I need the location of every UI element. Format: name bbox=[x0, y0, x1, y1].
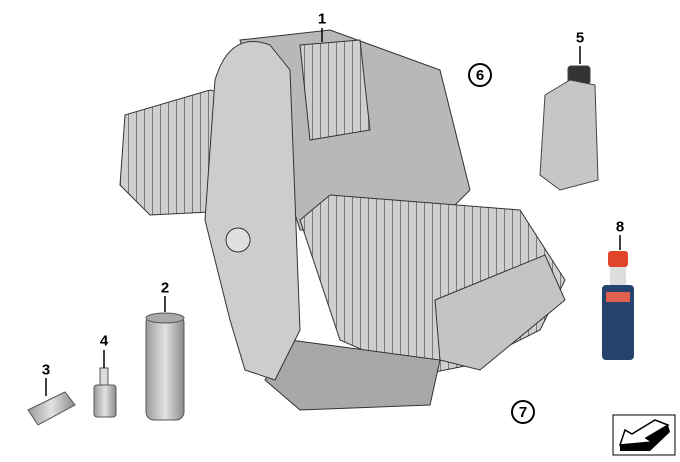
callout-8: 8 bbox=[615, 218, 625, 236]
engine-illustration bbox=[119, 29, 566, 411]
spray-can-illustration bbox=[145, 312, 185, 421]
callout-5: 5 bbox=[575, 29, 585, 47]
callout-6: 6 bbox=[468, 63, 492, 87]
callout-4: 4 bbox=[99, 332, 109, 350]
oil-bottle-illustration bbox=[539, 65, 599, 191]
navigation-arrow-icon[interactable] bbox=[612, 414, 676, 456]
callout-1: 1 bbox=[317, 10, 327, 28]
callout-2: 2 bbox=[160, 279, 170, 297]
callout-3: 3 bbox=[41, 361, 51, 379]
additive-bottle-illustration bbox=[602, 251, 634, 360]
tube-illustration bbox=[27, 391, 76, 426]
small-bottle-illustration bbox=[93, 367, 117, 418]
callout-lines bbox=[45, 28, 621, 396]
callout-7: 7 bbox=[511, 400, 535, 424]
